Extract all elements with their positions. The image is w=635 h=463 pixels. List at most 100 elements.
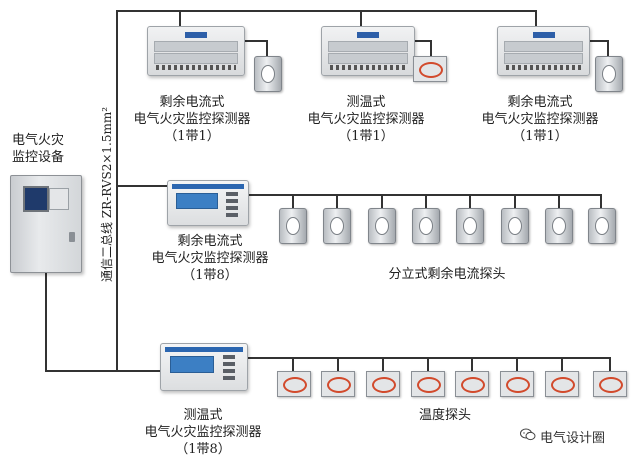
- label-line2: 电气火灾监控探测器: [307, 112, 425, 127]
- top-detector-3-label: 剩余电流式 电气火灾监控探测器 （1带1）: [470, 94, 610, 145]
- current-transformer-icon: [595, 56, 623, 92]
- middle-drop: [514, 194, 516, 208]
- detector-logo: [357, 32, 379, 38]
- bottom-drop: [609, 357, 611, 371]
- label-line3: （1带8）: [175, 442, 231, 457]
- top3-probe-line-v: [607, 40, 609, 56]
- bottom-probes-label: 温度探头: [418, 408, 471, 423]
- top2-probe-line-h: [413, 40, 431, 42]
- detector-leds: [330, 65, 406, 70]
- detector-window: [328, 53, 408, 64]
- top-detector-1-label: 剩余电流式 电气火灾监控探测器 （1带1）: [122, 94, 262, 145]
- top3-probe-line-h: [588, 40, 608, 42]
- detector-logo: [532, 32, 555, 38]
- bottom-drop: [337, 357, 339, 371]
- bottom-detector-label: 测温式 电气火灾监控探测器 （1带8）: [133, 407, 273, 458]
- middle-probes-label: 分立式剩余电流探头: [388, 267, 506, 282]
- bottom-drop: [471, 357, 473, 371]
- detector-lcd: [170, 356, 214, 373]
- detector-header-band: [172, 184, 244, 189]
- middle-drop: [600, 194, 602, 208]
- middle-drop: [558, 194, 560, 208]
- current-transformer-icon: [412, 208, 440, 244]
- current-transformer-icon: [588, 208, 616, 244]
- panel-drop-line: [45, 270, 47, 371]
- current-transformer-icon: [456, 208, 484, 244]
- detector-window: [504, 41, 583, 52]
- temperature-probe-icon: [593, 371, 627, 397]
- middle-detector: [167, 180, 249, 226]
- temperature-probe-icon: [366, 371, 400, 397]
- control-equipment-label-line2: 监控设备: [11, 150, 64, 165]
- temperature-probe-icon: [411, 371, 445, 397]
- middle-probe-bus: [248, 194, 600, 196]
- bottom-drop: [516, 357, 518, 371]
- detector-keys: [223, 355, 235, 383]
- detector-window: [154, 53, 238, 64]
- bus-vertical-line: [116, 10, 118, 370]
- top-detector-3: [497, 26, 590, 76]
- label-line1: 测温式: [183, 408, 223, 423]
- middle-drop: [425, 194, 427, 208]
- temperature-probe-icon: [545, 371, 579, 397]
- bottom-drop: [427, 357, 429, 371]
- control-equipment-label: 电气火灾 监控设备: [8, 132, 68, 166]
- wechat-icon: [520, 428, 536, 441]
- current-transformer-icon: [323, 208, 351, 244]
- current-transformer-icon: [279, 208, 307, 244]
- top1-probe-line-v: [266, 40, 268, 56]
- bottom-drop: [292, 357, 294, 371]
- current-transformer-icon: [368, 208, 396, 244]
- top2-probe-line-v: [430, 40, 432, 56]
- label-line2: 电气火灾监控探测器: [144, 425, 262, 440]
- middle-drop: [292, 194, 294, 208]
- bottom-drop: [561, 357, 563, 371]
- detector-leds: [506, 65, 581, 70]
- temperature-probe-icon: [455, 371, 489, 397]
- middle-drop: [381, 194, 383, 208]
- fire-monitoring-control-panel: [10, 175, 82, 273]
- label-line3: （1带8）: [182, 268, 238, 283]
- bus-cable-label: 通信二总线 ZR-RVS2×1.5mm²: [100, 106, 114, 282]
- temperature-probe-icon: [500, 371, 534, 397]
- label-line2: 电气火灾监控探测器: [481, 112, 599, 127]
- detector-logo: [185, 32, 207, 38]
- detector-keys: [226, 192, 238, 218]
- label-line1: 测温式: [346, 95, 386, 110]
- label-line1: 剩余电流式: [159, 95, 225, 110]
- drop-top-2: [360, 10, 362, 27]
- top-detector-1: [147, 26, 245, 76]
- current-transformer-icon: [501, 208, 529, 244]
- drop-top-3: [535, 10, 537, 27]
- drop-top-1: [179, 10, 181, 27]
- watermark-text: 电气设计圈: [540, 431, 606, 446]
- panel-lock: [69, 232, 75, 242]
- bottom-detector: [160, 343, 248, 391]
- middle-drop: [336, 194, 338, 208]
- bus-top-line: [116, 10, 536, 12]
- temperature-probe-icon: [277, 371, 311, 397]
- label-line3: （1带1）: [338, 129, 394, 144]
- label-line3: （1带1）: [512, 129, 568, 144]
- label-line1: 剩余电流式: [507, 95, 573, 110]
- detector-window: [328, 41, 408, 52]
- bus-middle-line: [116, 185, 171, 187]
- detector-window: [154, 41, 238, 52]
- detector-leds: [156, 65, 236, 70]
- temperature-probe-icon: [413, 56, 447, 82]
- top-detector-2-label: 测温式 电气火灾监控探测器 （1带1）: [296, 94, 436, 145]
- current-transformer-icon: [545, 208, 573, 244]
- top-detector-2: [321, 26, 415, 76]
- middle-detector-label: 剩余电流式 电气火灾监控探测器 （1带8）: [140, 233, 280, 284]
- current-transformer-icon: [254, 56, 282, 92]
- control-equipment-label-line1: 电气火灾: [11, 133, 64, 148]
- detector-window: [504, 53, 583, 64]
- top1-probe-line-h: [243, 40, 267, 42]
- bus-bottom-line: [45, 370, 160, 372]
- label-line2: 电气火灾监控探测器: [151, 251, 269, 266]
- panel-screen: [23, 186, 49, 212]
- middle-drop: [469, 194, 471, 208]
- label-line1: 剩余电流式: [177, 234, 243, 249]
- temperature-probe-icon: [321, 371, 355, 397]
- detector-lcd: [176, 193, 218, 209]
